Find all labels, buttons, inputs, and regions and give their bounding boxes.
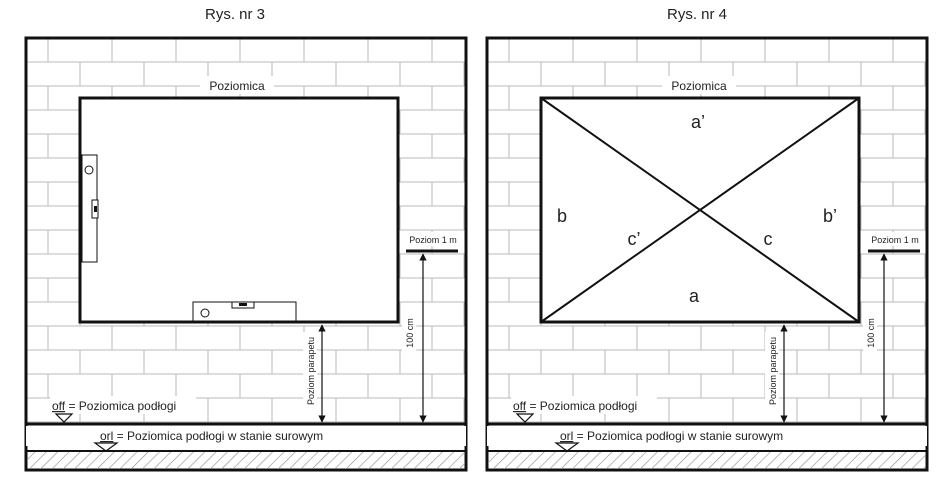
level-bubble-icon [84,165,94,175]
label-bg [511,396,657,414]
diagonal-c-prime-label: c’ [628,229,641,249]
floor-level-marker [515,413,535,423]
screed-layer [26,426,466,446]
off-text: = Poziomica podłogi [65,399,176,413]
diagonal-c-prime [540,97,860,323]
dimension-100cm-label: 100 cm [866,318,876,348]
label-bg [765,332,779,410]
sill-level-label: Poziom parapetu [306,337,316,405]
floor-level-marker [54,413,74,423]
dimension-100cm-label: 100 cm [405,318,415,348]
ground-hatch [488,452,926,469]
wall-frame [24,36,468,472]
diagonal-c-label: c [764,229,773,249]
level-1m-label: Poziom 1 m [871,235,919,245]
label-bg [404,232,462,246]
label-bg [303,332,317,410]
orl-label: orl = Poziomica podłogi w stanie surowym [560,429,783,443]
off-text: = Poziomica podłogi [526,399,637,413]
label-bg [402,315,416,351]
orl-prefix: orl [100,429,113,443]
label-bg [50,396,196,414]
off-prefix: off [52,399,66,413]
figure-4-caption: Rys. nr 4 [667,6,728,23]
level-top-label: Poziomica [671,79,727,93]
sill-level-label: Poziom parapetu [768,337,778,405]
orl-text: = Poziomica podłogi w stanie surowym [573,429,783,443]
figure-3: Poziomica Poziom 1 m 100 cm Poziom parap… [24,36,468,472]
level-vial-mark [239,303,247,306]
orl-label: orl = Poziomica podłogi w stanie surowym [100,429,323,443]
level-top-label: Poziomica [209,79,265,93]
label-bg [662,76,736,94]
raw-floor-level-marker [93,442,119,452]
off-label: off = Poziomica podłogi [52,399,176,413]
side-a-label: a [689,286,700,306]
ground-hatch [27,452,465,469]
side-b-prime-label: b’ [823,206,837,226]
level-vial-mark [94,206,97,212]
wall-frame [485,36,929,472]
level-1m-label: Poziom 1 m [409,235,457,245]
off-prefix: off [513,399,527,413]
level-bubble-icon [200,308,210,318]
side-a-prime-label: a’ [691,112,705,132]
label-bg [200,76,274,94]
off-label: off = Poziomica podłogi [513,399,637,413]
screed-layer [487,426,927,446]
label-bg [866,232,924,246]
raw-floor-level-marker [554,442,580,452]
label-bg [863,315,877,351]
orl-prefix: orl [560,429,573,443]
figure-4: Poziomica a’ a b b’ c’ c Poziom 1 m 100 … [485,36,929,472]
orl-text: = Poziomica podłogi w stanie surowym [113,429,323,443]
side-b-label: b [557,206,567,226]
window-opening [78,96,400,324]
figure-3-caption: Rys. nr 3 [205,6,266,23]
